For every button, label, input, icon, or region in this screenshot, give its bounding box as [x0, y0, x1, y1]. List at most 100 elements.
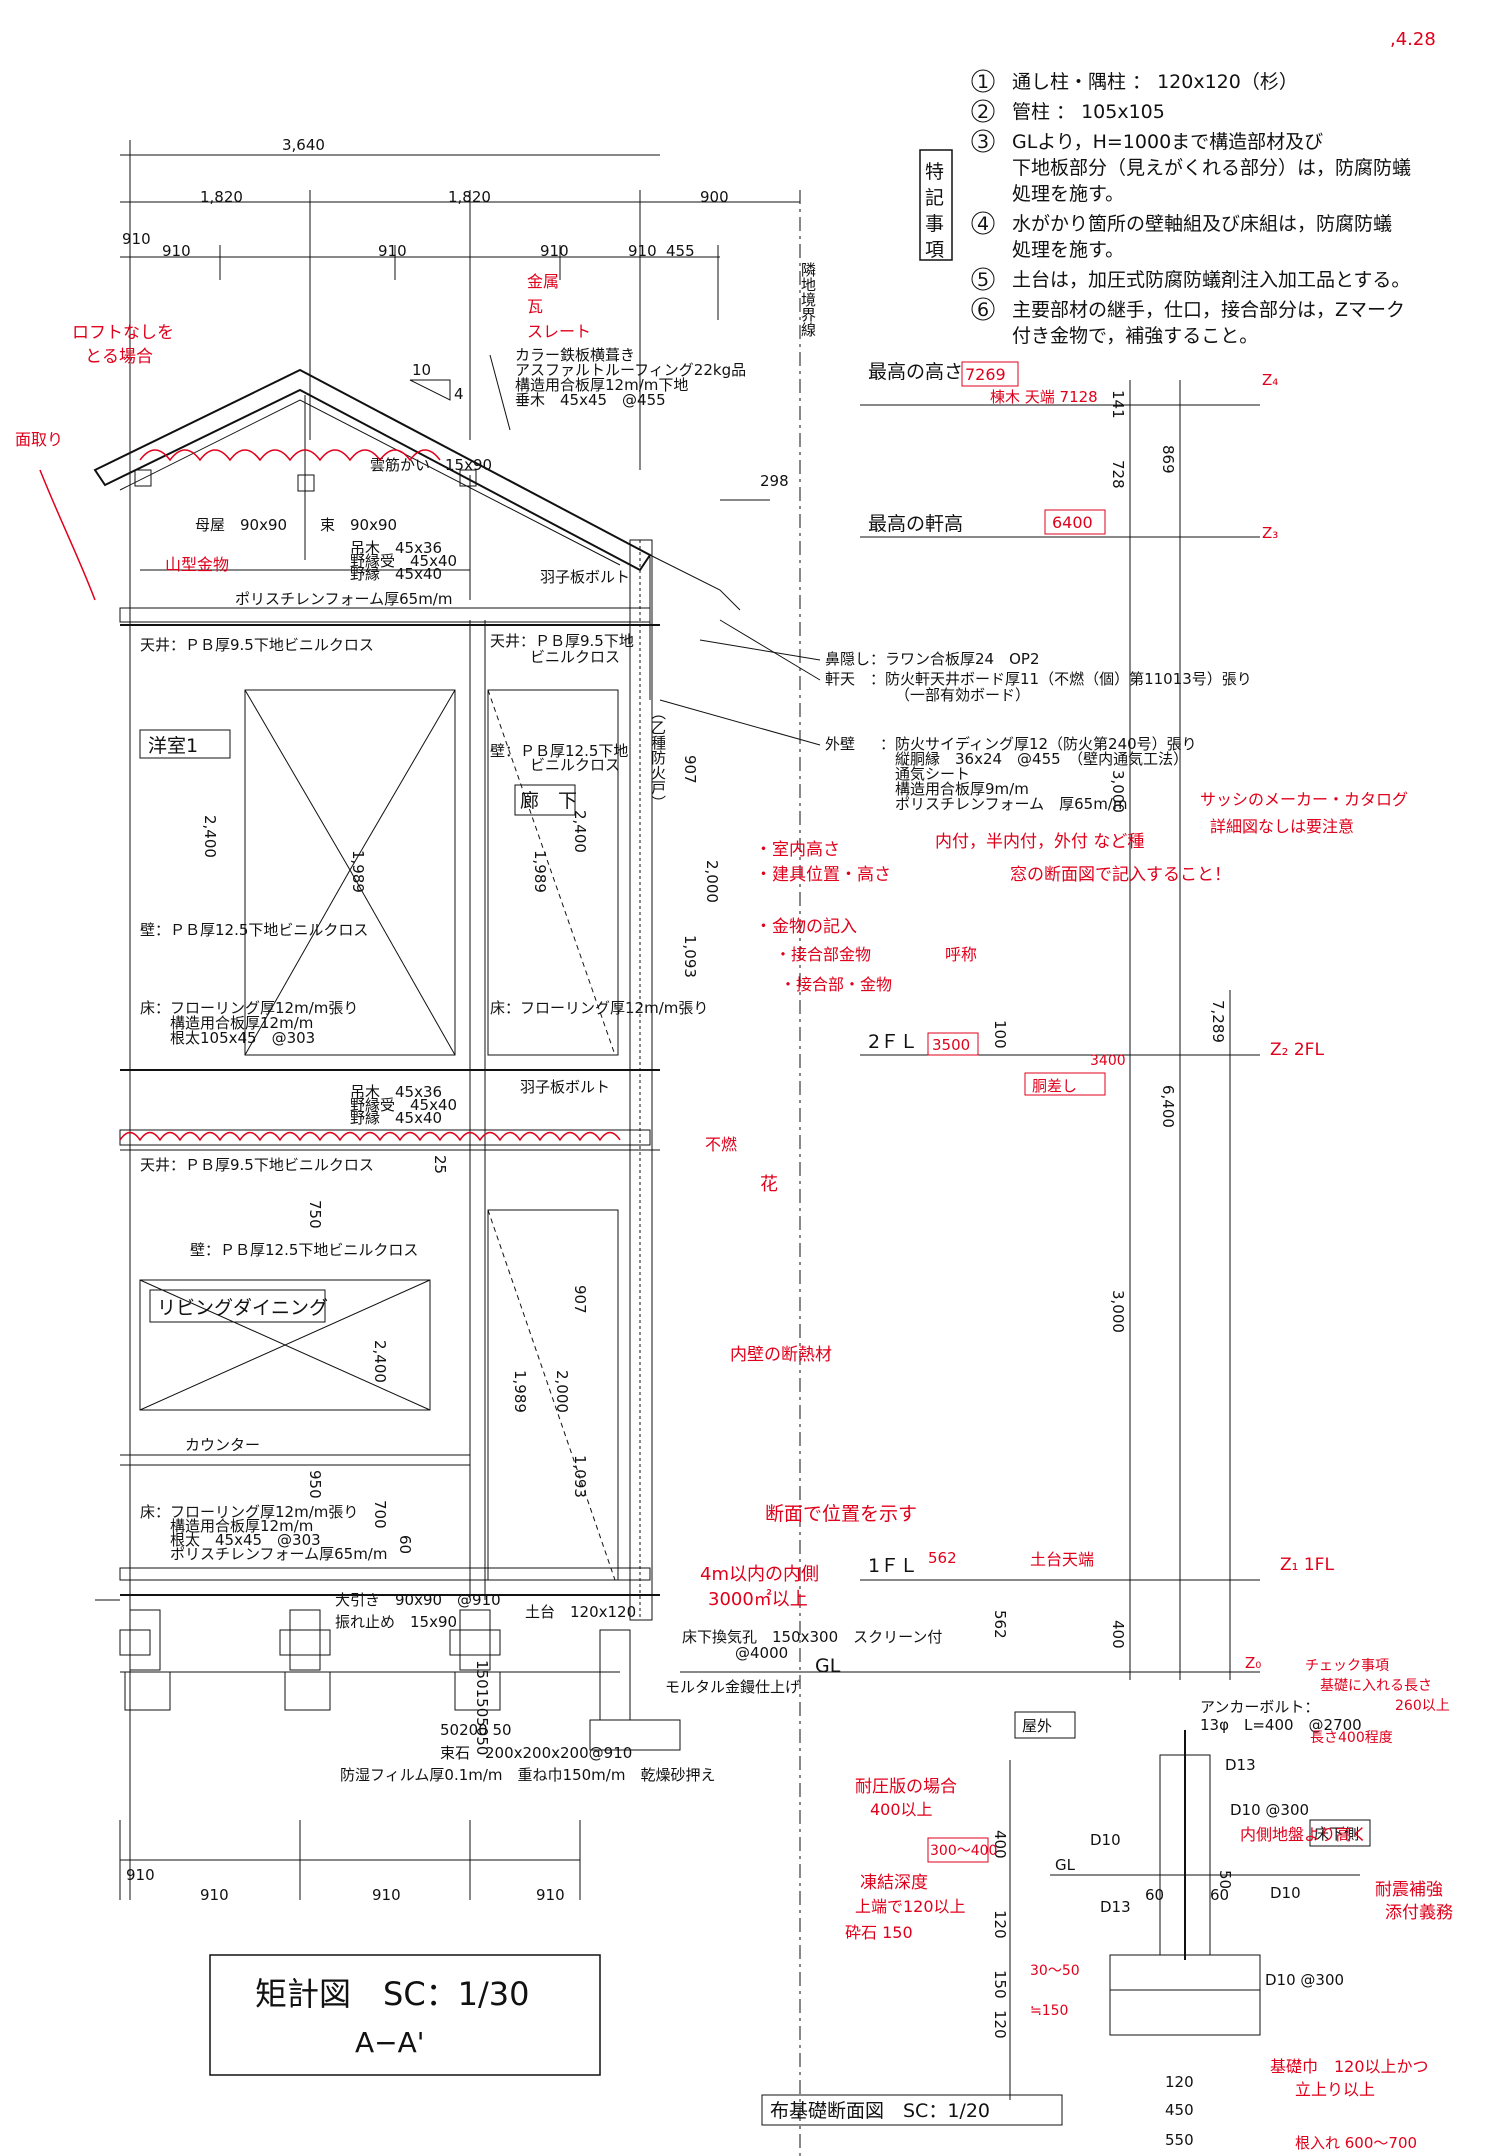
svg-text:D13: D13	[1225, 1756, 1256, 1774]
svg-text:60: 60	[1210, 1886, 1229, 1904]
svg-text:呼称: 呼称	[945, 945, 977, 964]
svg-text:内側地盤より高く: 内側地盤より高く	[1240, 1825, 1368, 1844]
svg-text:内壁の断熱材: 内壁の断熱材	[730, 1345, 832, 1365]
svg-text:天井：ＰＢ厚9.5下地ビニルクロス: 天井：ＰＢ厚9.5下地ビニルクロス	[140, 1156, 374, 1174]
svg-text:Z₂ 2FL: Z₂ 2FL	[1270, 1040, 1324, 1060]
note-line: 管柱 ： 105x105	[1012, 101, 1165, 123]
svg-text:60: 60	[396, 1535, 414, 1554]
svg-text:728: 728	[1109, 460, 1127, 489]
svg-text:3000㎡以上: 3000㎡以上	[708, 1588, 808, 1610]
svg-text:120: 120	[991, 1910, 1009, 1939]
roof: 10 4 カラー鉄板横葺き アスファルトルーフィング22kg品 構造用合板厚12…	[93, 346, 789, 700]
svg-text:2,000: 2,000	[703, 860, 721, 903]
svg-text:10: 10	[412, 361, 431, 379]
svg-text:構造用合板厚12m/m: 構造用合板厚12m/m	[170, 1517, 313, 1535]
svg-text:7269: 7269	[965, 365, 1006, 384]
svg-text:1,989: 1,989	[511, 1370, 529, 1413]
note-number-circle	[971, 129, 995, 153]
svg-text:立上り以上: 立上り以上	[1295, 2080, 1375, 2099]
exterior-labels: 鼻隠し：ラワン合板厚24 OP2 軒天 ：防火軒天井ボード厚11（不燃（個）第1…	[659, 619, 1252, 813]
building-section	[95, 539, 681, 1751]
svg-text:（一部有効ボード）: （一部有効ボード）	[895, 686, 1030, 704]
svg-text:屋外: 屋外	[1022, 1717, 1052, 1735]
svg-text:Z₃: Z₃	[1262, 524, 1278, 542]
svg-text:天井：ＰＢ厚9.5下地ビニルクロス: 天井：ＰＢ厚9.5下地ビニルクロス	[140, 636, 374, 654]
note-number: 4	[977, 213, 989, 235]
svg-text:最高の高さ: 最高の高さ	[868, 361, 963, 383]
svg-text:D10: D10	[1270, 1884, 1301, 1902]
svg-text:1,989: 1,989	[349, 850, 367, 893]
svg-text:スレート: スレート	[527, 322, 591, 341]
svg-text:チェック事項: チェック事項	[1305, 1658, 1389, 1674]
svg-text:金属: 金属	[527, 272, 559, 291]
finish-labels: 天井：ＰＢ厚9.5下地ビニルクロス 天井：ＰＢ厚9.5下地 ビニルクロス 壁：Ｐ…	[140, 632, 942, 1784]
svg-text:1ＦＬ: 1ＦＬ	[868, 1555, 918, 1577]
title-block: 矩計図 SC：1/30 A−A'	[209, 1954, 601, 2076]
svg-text:910: 910	[628, 242, 657, 260]
svg-text:Z₄: Z₄	[1262, 371, 1278, 389]
svg-text:D13: D13	[1100, 1898, 1131, 1916]
drawing-title: 矩計図 SC：1/30	[255, 1975, 530, 2013]
note-number-circle	[971, 211, 995, 235]
svg-text:棟木 天端 7128: 棟木 天端 7128	[990, 388, 1098, 406]
note-number: 1	[977, 71, 989, 93]
svg-text:ポリスチレンフォーム厚65m/m: ポリスチレンフォーム厚65m/m	[170, 1545, 387, 1563]
svg-text:記: 記	[925, 187, 944, 209]
svg-text:野縁 45x40: 野縁 45x40	[350, 1109, 442, 1127]
svg-text:910: 910	[162, 242, 191, 260]
note-line: GLより，H=1000まで構造部材及び	[1012, 131, 1323, 153]
svg-text:3500: 3500	[932, 1036, 970, 1054]
svg-text:950: 950	[306, 1470, 324, 1499]
svg-text:50200 50: 50200 50	[440, 1721, 512, 1739]
svg-text:869: 869	[1159, 445, 1177, 474]
svg-text:防湿フィルム厚0.1m/m 重ね巾150m/m 乾燥砂押え: 防湿フィルム厚0.1m/m 重ね巾150m/m 乾燥砂押え	[340, 1766, 715, 1784]
svg-text:2ＦＬ: 2ＦＬ	[868, 1031, 918, 1053]
svg-text:ロフトなしを: ロフトなしを	[72, 323, 174, 343]
note-line: 付き金物で，補強すること。	[1012, 325, 1258, 347]
svg-text:GL: GL	[1055, 1856, 1076, 1874]
foundation-detail: 屋外 床下側 アンカーボルト： 13φ L=400 @2700 D13 D10 …	[761, 1698, 1371, 2149]
svg-text:400: 400	[991, 1830, 1009, 1859]
svg-text:910: 910	[378, 242, 407, 260]
svg-text:1,093: 1,093	[571, 1455, 589, 1498]
svg-text:D10 @300: D10 @300	[1230, 1801, 1309, 1819]
svg-text:ポリスチレンフォーム 厚65m/m: ポリスチレンフォーム 厚65m/m	[895, 795, 1127, 813]
top-dimensions: 3,640 1,820 1,820 900 910 910 910 910 91…	[120, 136, 817, 2156]
svg-text:耐圧版の場合: 耐圧版の場合	[855, 1777, 957, 1797]
svg-text:束 90x90: 束 90x90	[320, 516, 397, 534]
svg-text:天井：ＰＢ厚9.5下地: 天井：ＰＢ厚9.5下地	[490, 632, 634, 650]
svg-text:・金物の記入: ・金物の記入	[755, 917, 857, 937]
foundation-title: 布基礎断面図 SC：1/20	[770, 2100, 990, 2122]
svg-text:700: 700	[371, 1500, 389, 1529]
svg-text:凍結深度: 凍結深度	[860, 1873, 928, 1893]
date-mark: ,4.28	[1390, 29, 1436, 50]
svg-text:床：フローリング厚12m/m張り: 床：フローリング厚12m/m張り	[140, 999, 358, 1017]
svg-text:750: 750	[306, 1200, 324, 1229]
svg-text:6400: 6400	[1052, 513, 1093, 532]
svg-text:項: 項	[925, 239, 944, 261]
note-number-circle	[971, 69, 995, 93]
svg-text:構造用合板厚12m/m: 構造用合板厚12m/m	[170, 1014, 313, 1032]
svg-text:@4000: @4000	[735, 1644, 788, 1662]
svg-text:サッシのメーカー・カタログ: サッシのメーカー・カタログ	[1200, 790, 1408, 809]
svg-text:土台 120x120: 土台 120x120	[525, 1603, 636, 1621]
svg-text:907: 907	[681, 755, 699, 784]
svg-text:カラー鉄板横葺き: カラー鉄板横葺き	[515, 346, 635, 364]
svg-text:900: 900	[700, 188, 729, 206]
boundary-label: 隣地境界線	[799, 262, 817, 337]
svg-text:100: 100	[991, 1020, 1009, 1049]
svg-text:壁：ＰＢ厚12.5下地: 壁：ＰＢ厚12.5下地	[490, 742, 628, 760]
svg-text:軒天 ：防火軒天井ボード厚11（不燃（個）第11013号）張: 軒天 ：防火軒天井ボード厚11（不燃（個）第11013号）張り	[825, 670, 1252, 688]
svg-text:910: 910	[200, 1886, 229, 1904]
svg-text:D10: D10	[1090, 1831, 1121, 1849]
svg-text:562: 562	[928, 1549, 957, 1567]
svg-text:振れ止め 15x90: 振れ止め 15x90	[335, 1613, 457, 1631]
svg-text:120: 120	[1165, 2073, 1194, 2091]
svg-text:野縁受 45x40: 野縁受 45x40	[350, 552, 457, 570]
svg-text:3400: 3400	[1090, 1053, 1126, 1069]
svg-text:3,000: 3,000	[1109, 1290, 1127, 1333]
note-number: 3	[977, 131, 989, 153]
svg-text:花: 花	[760, 1174, 778, 1195]
